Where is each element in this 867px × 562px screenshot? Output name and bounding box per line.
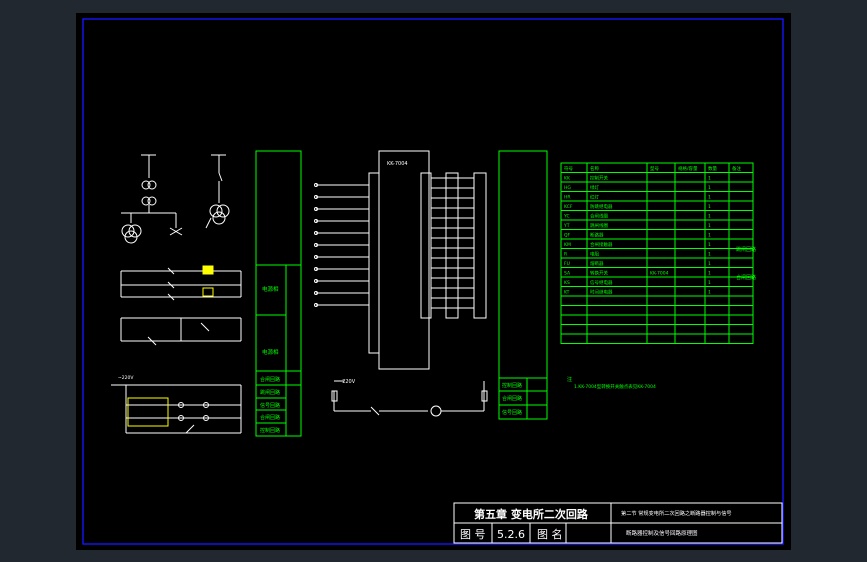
table-cell: 1 bbox=[708, 204, 711, 210]
terminal-node bbox=[314, 207, 318, 211]
drawing-frame bbox=[82, 18, 784, 545]
table-header-cell: 数量 bbox=[708, 165, 717, 172]
panel-left bbox=[255, 150, 302, 437]
table-cell: 1 bbox=[708, 290, 711, 296]
table-cell: 红灯 bbox=[590, 194, 599, 201]
table-cell: 绿灯 bbox=[590, 184, 599, 191]
panel-right-footer-2: 合闸回路 bbox=[502, 395, 522, 402]
terminal-node bbox=[314, 303, 318, 307]
table-cell: 1 bbox=[708, 242, 711, 248]
table-cell: KK-7004 bbox=[650, 271, 669, 277]
chapter-title: 第五章 变电所二次回路 bbox=[474, 507, 589, 521]
terminal-node bbox=[314, 255, 318, 259]
table-cell: 跳闸线圈 bbox=[590, 222, 608, 229]
drawing-no-label: 图 号 bbox=[460, 528, 486, 541]
table-cell: HR bbox=[564, 195, 571, 201]
table-cell: 转换开关 bbox=[590, 270, 608, 277]
table-cell: 熔断器 bbox=[590, 260, 604, 267]
table-brace-2: 合闸回路 bbox=[736, 274, 756, 281]
motor-circuit bbox=[331, 380, 488, 417]
terminal-node bbox=[314, 231, 318, 235]
table-header-cell: 型号 bbox=[650, 165, 659, 172]
left-schematic bbox=[111, 154, 242, 434]
table-cell: KS bbox=[564, 280, 570, 286]
panel-right-footer-1: 控制回路 bbox=[502, 382, 522, 389]
panel-left-footer-5: 控制回路 bbox=[260, 427, 280, 434]
table-cell: 电阻 bbox=[590, 251, 599, 258]
voltage-left: ~220V bbox=[118, 375, 134, 381]
table-cell: SA bbox=[564, 271, 571, 277]
terminal-node bbox=[314, 195, 318, 199]
table-cell: FU bbox=[564, 261, 570, 267]
table-cell: 1 bbox=[708, 280, 711, 286]
table-header-cell: 备注 bbox=[732, 165, 741, 172]
table-cell: KT bbox=[564, 290, 570, 296]
table-cell: 合闸线圈 bbox=[590, 213, 608, 220]
table-frame bbox=[560, 162, 754, 344]
table-header-cell: 名称 bbox=[590, 165, 599, 172]
table-cell: 1 bbox=[708, 176, 711, 182]
drawing-no: 5.2.6 bbox=[497, 528, 525, 541]
table-cell: 信号继电器 bbox=[590, 279, 613, 286]
bottom-right-caption: 断路器控制及信号回路原理图 bbox=[626, 529, 698, 537]
table-cell: 时间继电器 bbox=[590, 289, 613, 296]
table-cell: 1 bbox=[708, 214, 711, 220]
table-cell: 合闸接触器 bbox=[590, 241, 613, 248]
table-cell: 1 bbox=[708, 233, 711, 239]
table-cell: KM bbox=[564, 242, 571, 248]
terminal-diagram bbox=[368, 150, 487, 370]
table-cell: 防跳继电器 bbox=[590, 203, 613, 210]
table-cell: R bbox=[564, 252, 567, 258]
drawing-name-label: 图 名 bbox=[537, 527, 563, 541]
table-cell: 控制开关 bbox=[590, 175, 608, 182]
terminal-node bbox=[314, 243, 318, 247]
panel-left-footer-1: 合闸回路 bbox=[260, 376, 280, 383]
panel-left-cell-2: 电源相 bbox=[262, 348, 279, 356]
title-block bbox=[453, 502, 783, 544]
table-header-cell: 规格/容量 bbox=[678, 165, 698, 172]
panel-left-footer-4: 合闸回路 bbox=[260, 414, 280, 421]
panel-right bbox=[498, 150, 548, 420]
table-cell: YT bbox=[563, 223, 570, 229]
table-cell: YC bbox=[563, 214, 570, 220]
voltage-mid: ~220V bbox=[338, 379, 356, 385]
table-cell: KCF bbox=[564, 204, 573, 210]
top-right-caption: 第二节 常规变电所二次回路之断路器控制与信号 bbox=[621, 509, 732, 517]
table-note-label: 注 bbox=[567, 376, 572, 383]
table-brace-1: 跳闸回路 bbox=[736, 246, 756, 253]
terminal-node bbox=[314, 183, 318, 187]
table-cell: 1 bbox=[708, 252, 711, 258]
terminal-node bbox=[314, 267, 318, 271]
panel-left-footer-3: 信号回路 bbox=[260, 402, 280, 409]
table-cell: 1 bbox=[708, 185, 711, 191]
table-cell: 1 bbox=[708, 195, 711, 201]
table-cell: HG bbox=[564, 185, 571, 191]
table-cell: 断路器 bbox=[590, 232, 604, 239]
kk-label: KK-7004 bbox=[387, 161, 408, 167]
terminal-node bbox=[314, 279, 318, 283]
terminal-node bbox=[314, 291, 318, 295]
panel-left-cell-1: 电源相 bbox=[262, 285, 279, 293]
table-header-cell: 符号 bbox=[564, 165, 573, 172]
terminal-wires bbox=[314, 177, 474, 309]
table-cell: QF bbox=[564, 233, 571, 239]
panel-left-footer-2: 跳闸回路 bbox=[260, 389, 280, 396]
table-cell: KK bbox=[564, 176, 571, 182]
table-cell: 1 bbox=[708, 271, 711, 277]
table-note-text: 1.KK-7004型转换开关触点表见KK-7004 bbox=[574, 383, 656, 390]
table-cell: 1 bbox=[708, 261, 711, 267]
panel-right-footer-3: 信号回路 bbox=[502, 409, 522, 416]
table-cell: 1 bbox=[708, 223, 711, 229]
terminal-node bbox=[314, 219, 318, 223]
